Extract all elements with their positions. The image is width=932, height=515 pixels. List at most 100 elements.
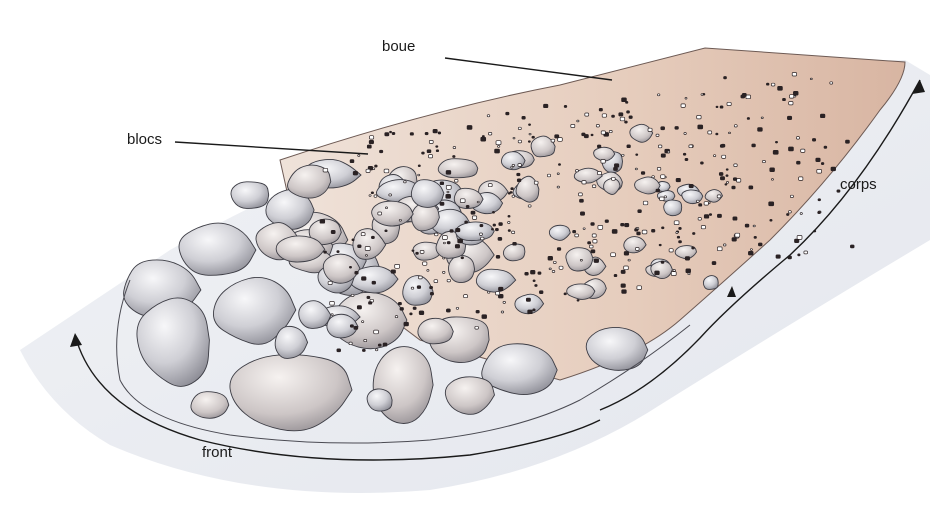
gravel-grain: [580, 199, 584, 202]
gravel-grain: [461, 257, 464, 259]
gravel-grain: [337, 251, 339, 253]
gravel-grain: [492, 211, 494, 213]
gravel-grain: [794, 96, 796, 98]
gravel-grain: [788, 211, 791, 213]
gravel-grain: [681, 104, 685, 108]
gravel-grain: [769, 202, 774, 206]
gravel-grain: [693, 233, 696, 235]
gravel-grain: [328, 281, 332, 284]
gravel-grain: [747, 118, 749, 120]
gravel-grain: [579, 193, 583, 196]
gravel-grain: [591, 223, 595, 226]
gravel-grain: [446, 171, 451, 175]
gravel-grain: [599, 108, 602, 111]
gravel-grain: [324, 251, 327, 253]
gravel-grain: [614, 274, 617, 276]
gravel-grain: [657, 167, 661, 170]
gravel-grain: [612, 177, 616, 180]
gravel-grain: [349, 342, 352, 345]
gravel-grain: [612, 115, 615, 117]
gravel-grain: [591, 134, 593, 136]
gravel-grain: [733, 178, 737, 181]
gravel-grain: [720, 106, 723, 108]
gravel-grain: [423, 262, 427, 265]
gravel-grain: [612, 230, 617, 234]
gravel-grain: [526, 298, 530, 301]
gravel-grain: [661, 154, 665, 157]
gravel-grain: [351, 294, 354, 296]
gravel-grain: [422, 152, 425, 154]
gravel-grain: [511, 166, 513, 168]
gravel-grain: [722, 155, 726, 158]
gravel-grain: [790, 195, 793, 197]
gravel-grain: [487, 115, 490, 117]
gravel-grain: [538, 272, 541, 275]
gravel-grain: [419, 276, 423, 279]
gravel-grain: [846, 140, 850, 143]
gravel-grain: [443, 242, 445, 244]
gravel-grain: [413, 307, 416, 310]
gravel-grain: [575, 234, 579, 237]
gravel-grain: [641, 172, 645, 175]
boulder: [664, 200, 682, 216]
gravel-grain: [683, 153, 686, 155]
gravel-grain: [783, 98, 786, 100]
gravel-grain: [508, 193, 510, 195]
gravel-grain: [830, 82, 833, 84]
gravel-grain: [684, 133, 686, 135]
gravel-grain: [624, 252, 629, 256]
gravel-grain: [749, 186, 753, 189]
gravel-grain: [552, 270, 555, 272]
gravel-grain: [506, 112, 509, 115]
gravel-grain: [685, 98, 687, 100]
boulder: [448, 255, 474, 282]
gravel-grain: [622, 98, 627, 102]
gravel-grain: [498, 146, 500, 148]
gravel-grain: [652, 176, 655, 178]
gravel-grain: [627, 145, 631, 148]
gravel-grain: [697, 200, 700, 202]
gravel-grain: [673, 269, 675, 271]
gravel-grain: [529, 133, 531, 135]
front-label: front: [202, 444, 232, 461]
gravel-grain: [496, 255, 500, 258]
gravel-grain: [440, 182, 444, 185]
gravel-grain: [621, 284, 625, 288]
gravel-grain: [528, 205, 531, 207]
gravel-grain: [511, 188, 514, 190]
gravel-grain: [450, 230, 453, 233]
gravel-grain: [412, 250, 414, 252]
gravel-grain: [508, 222, 510, 224]
gravel-grain: [430, 286, 433, 288]
gravel-grain: [501, 311, 504, 313]
gravel-grain: [580, 212, 584, 215]
gravel-grain: [551, 139, 555, 142]
gravel-grain: [410, 313, 413, 315]
gravel-grain: [635, 229, 638, 232]
gravel-grain: [447, 242, 450, 244]
gravel-grain: [420, 250, 424, 253]
gravel-grain: [354, 326, 358, 329]
gravel-grain: [686, 269, 691, 273]
gravel-grain: [582, 133, 585, 136]
gravel-grain: [669, 249, 673, 252]
gravel-grain: [455, 179, 458, 182]
gravel-grain: [443, 257, 445, 259]
gravel-grain: [548, 256, 553, 260]
gravel-grain: [583, 228, 585, 230]
gravel-grain: [585, 113, 589, 116]
gravel-grain: [364, 339, 367, 341]
gravel-grain: [734, 125, 737, 127]
gravel-grain: [477, 201, 479, 203]
boulder: [503, 244, 524, 261]
gravel-grain: [493, 224, 496, 226]
gravel-grain: [688, 273, 690, 275]
gravel-grain: [726, 175, 728, 177]
gravel-grain: [355, 271, 358, 274]
gravel-grain: [488, 291, 490, 293]
gravel-grain: [398, 302, 401, 305]
gravel-grain: [352, 239, 354, 241]
gravel-grain: [465, 221, 468, 223]
gravel-grain: [797, 161, 801, 164]
gravel-grain: [436, 146, 438, 148]
